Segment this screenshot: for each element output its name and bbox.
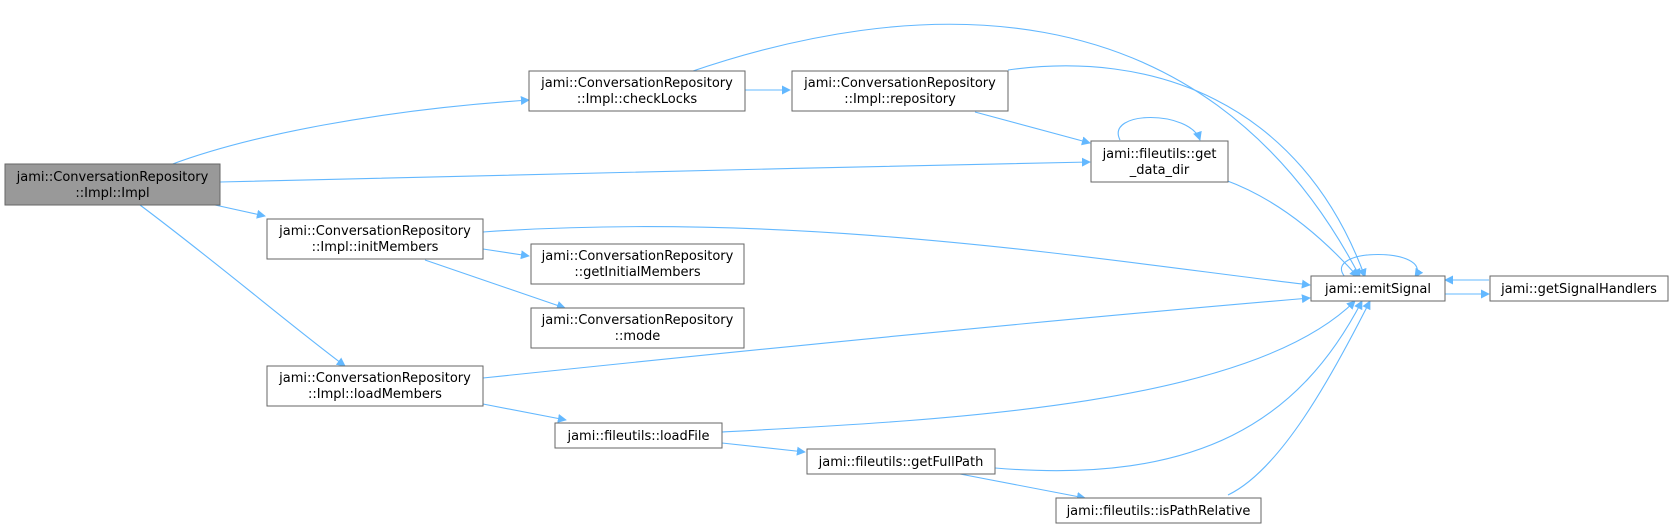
node-label: ::Impl::loadMembers [308,387,442,402]
edge-loadfile-to-getfullpath [721,442,806,456]
edge-initmembers-to-emitsignal [482,225,1311,289]
node-label: jami::fileutils::getFullPath [818,455,984,470]
edge-repository-to-getdatadir [974,111,1091,146]
node-label: ::mode [615,329,661,344]
edge-repository-to-emitsignal [1007,65,1367,278]
edge-loadmembers-to-loadfile [482,403,567,423]
edge-impl-to-initmembers [214,204,266,219]
node-check-locks[interactable]: jami::ConversationRepository ::Impl::che… [528,70,746,112]
node-is-path-relative[interactable]: jami::fileutils::isPathRelative [1055,497,1262,524]
node-label: jami::fileutils::isPathRelative [1066,504,1251,519]
edge-getfullpath-to-ispathrelative [959,473,1086,501]
node-label: ::Impl::initMembers [312,240,439,255]
edge-getfullpath-to-emitsignal [994,300,1363,472]
node-impl-ctor[interactable]: jami::ConversationRepository ::Impl::Imp… [4,163,221,206]
node-label: jami::ConversationRepository [16,170,209,185]
node-get-data-dir[interactable]: jami::fileutils::get _data_dir [1090,140,1229,183]
node-label: jami::getSignalHandlers [1500,282,1657,297]
node-label: jami::ConversationRepository [541,313,734,328]
node-mode[interactable]: jami::ConversationRepository ::mode [530,307,745,349]
node-emit-signal[interactable]: jami::emitSignal [1310,275,1446,302]
node-label: _data_dir [1129,163,1190,178]
node-load-file[interactable]: jami::fileutils::loadFile [554,422,723,449]
node-init-members[interactable]: jami::ConversationRepository ::Impl::ini… [266,218,484,260]
node-label: ::Impl::Impl [75,186,149,201]
node-label: ::Impl::repository [844,92,956,107]
edge-initmembers-to-mode [424,259,566,310]
edge-checklocks-to-emitsignal [689,23,1361,278]
node-label: ::getInitialMembers [574,265,701,280]
edge-loadfile-to-emitsignal [721,300,1356,433]
node-label: jami::ConversationRepository [540,76,733,91]
edge-ispathrelative-to-emitsignal [1227,300,1371,496]
node-get-signal-handlers[interactable]: jami::getSignalHandlers [1489,275,1669,302]
node-label: jami::ConversationRepository [541,249,734,264]
edge-getdatadir-to-emitsignal [1224,179,1359,278]
edge-getdatadir-self [1117,117,1202,141]
node-label: jami::fileutils::get [1102,147,1217,162]
edge-impl-to-checklocks [169,96,530,166]
edge-impl-to-loadmembers [139,204,346,367]
node-label: jami::ConversationRepository [803,76,996,91]
node-label: jami::ConversationRepository [278,371,471,386]
edge-impl-to-getdatadir [219,157,1091,183]
node-label: jami::ConversationRepository [278,224,471,239]
edge-initmembers-to-getinitial [482,248,530,260]
node-get-full-path[interactable]: jami::fileutils::getFullPath [806,448,996,475]
edge-loadmembers-to-emitsignal [482,294,1311,379]
edges [139,23,1490,501]
node-repository[interactable]: jami::ConversationRepository ::Impl::rep… [791,70,1009,112]
node-load-members[interactable]: jami::ConversationRepository ::Impl::loa… [266,365,484,407]
edge-emitsignal-self [1341,253,1424,278]
node-label: ::Impl::checkLocks [577,92,698,107]
node-label: jami::emitSignal [1324,282,1431,297]
node-label: jami::fileutils::loadFile [566,429,709,444]
node-get-initial-members[interactable]: jami::ConversationRepository ::getInitia… [530,243,745,285]
